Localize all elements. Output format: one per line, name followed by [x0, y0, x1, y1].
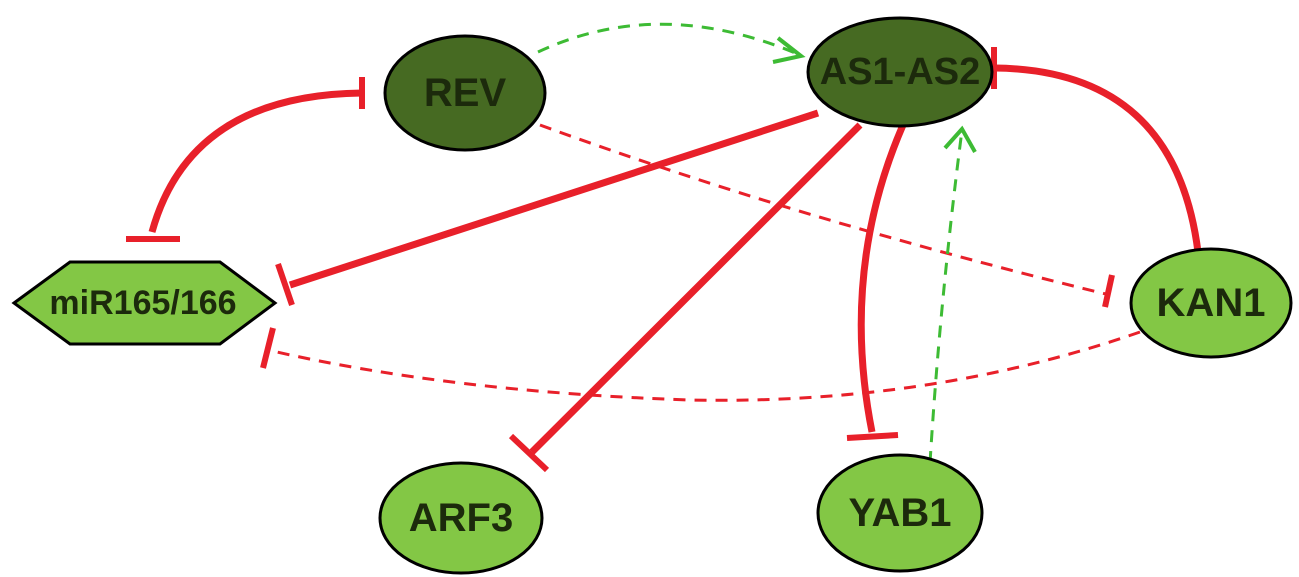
nodes: REV AS1-AS2 miR165/166 KAN1 ARF3 YAB1 — [11, 16, 1293, 575]
edges — [126, 22, 1202, 473]
node-yab1-label: YAB1 — [848, 491, 951, 535]
edge-as1-as2-represses-mir165-166 — [275, 109, 820, 306]
node-rev: REV — [383, 34, 547, 152]
edge-kan1-represses-mir165-166 — [260, 327, 1141, 402]
node-arf3: ARF3 — [378, 461, 544, 575]
edge-kan1-represses-as1-as2 — [991, 47, 1202, 253]
node-yab1: YAB1 — [816, 453, 984, 573]
node-arf3-label: ARF3 — [409, 496, 513, 540]
node-rev-label: REV — [424, 71, 507, 115]
node-kan1-label: KAN1 — [1157, 281, 1266, 325]
node-as1-as2: AS1-AS2 — [806, 16, 994, 128]
edge-rev-activates-as1-as2 — [537, 22, 806, 64]
edge-yab1-activates-as1-as2 — [928, 125, 977, 464]
edge-as1-as2-represses-arf3 — [508, 122, 863, 473]
node-kan1: KAN1 — [1129, 247, 1293, 359]
edge-as1-as2-represses-yab1 — [846, 123, 907, 441]
edge-rev-represses-kan1 — [539, 123, 1115, 308]
edge-rev-represses-mir165-166 — [126, 77, 365, 242]
node-as1-as2-label: AS1-AS2 — [820, 51, 981, 93]
node-mir165-166: miR165/166 — [11, 260, 278, 346]
node-mir165-166-label: miR165/166 — [49, 284, 236, 322]
